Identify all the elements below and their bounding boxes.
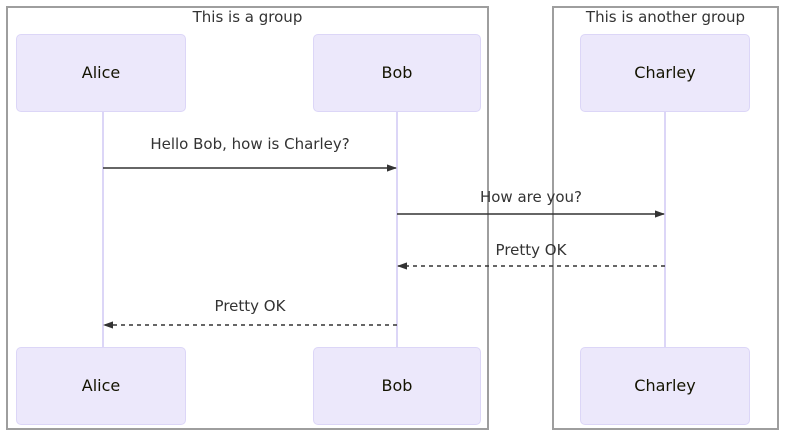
actor-label-alice-top: Alice — [81, 63, 121, 82]
actor-label-alice-bottom: Alice — [81, 376, 121, 395]
actor-label-bob-top: Bob — [381, 63, 413, 82]
group-title-0: This is a group — [192, 8, 303, 26]
group-title-1: This is another group — [585, 8, 746, 26]
actor-label-charley-bottom: Charley — [634, 376, 696, 395]
message-label-0: Hello Bob, how is Charley? — [150, 135, 350, 153]
actor-box-charley-bottom[interactable]: Charley — [580, 347, 750, 425]
group-frame-1 — [552, 6, 779, 430]
message-label-1: How are you? — [479, 188, 583, 206]
actor-label-charley-top: Charley — [634, 63, 696, 82]
message-label-3: Pretty OK — [214, 297, 286, 315]
actor-box-bob-bottom[interactable]: Bob — [313, 347, 481, 425]
message-arrows — [103, 164, 665, 329]
actor-label-bob-bottom: Bob — [381, 376, 413, 395]
group-frame-0 — [6, 6, 489, 430]
lifelines — [102, 112, 666, 347]
actor-box-charley-top[interactable]: Charley — [580, 34, 750, 112]
actor-box-alice-bottom[interactable]: Alice — [16, 347, 186, 425]
actor-box-alice-top[interactable]: Alice — [16, 34, 186, 112]
actor-box-bob-top[interactable]: Bob — [313, 34, 481, 112]
message-label-2: Pretty OK — [495, 241, 567, 259]
